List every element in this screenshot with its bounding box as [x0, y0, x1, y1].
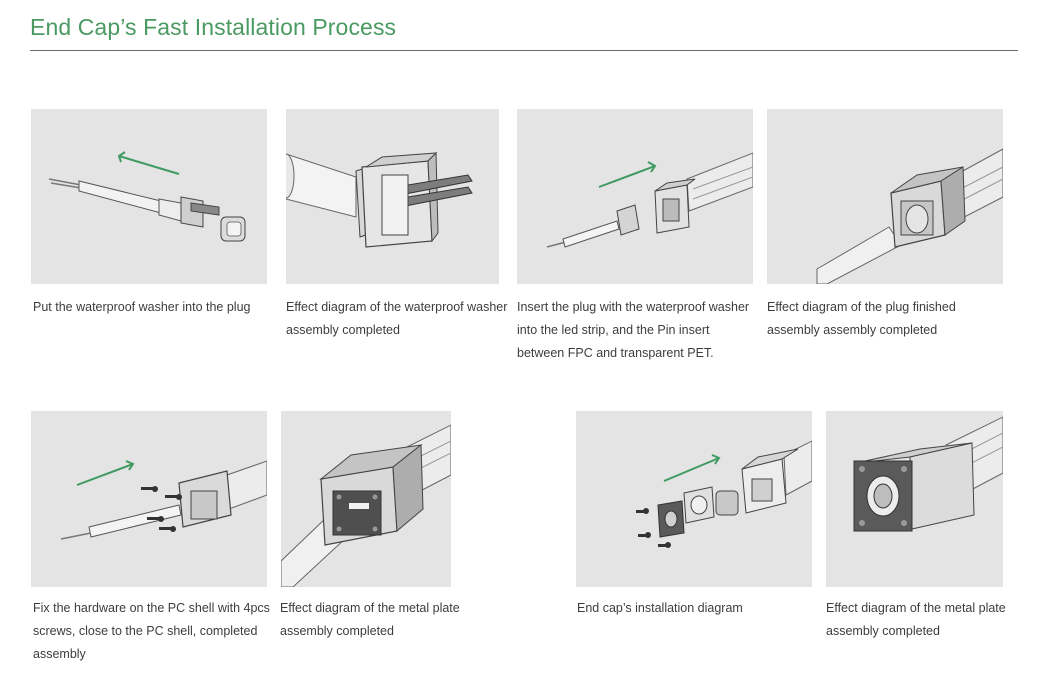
caption-line: between FPC and transparent PET. — [517, 346, 714, 360]
step-3-caption: Insert the plug with the waterproof wash… — [517, 296, 757, 365]
step-6-caption: Effect diagram of the metal plate assemb… — [280, 597, 510, 643]
caption-line: Effect diagram of the metal plate — [280, 601, 460, 615]
washer-completed-drawing — [286, 151, 473, 248]
caption-line: Insert the plug with the waterproof wash… — [517, 300, 750, 314]
screw-fixing-drawing — [60, 460, 267, 540]
caption-line: into the led strip, and the Pin insert — [517, 323, 710, 337]
caption-line: assembly completed — [280, 624, 394, 638]
caption-line: Fix the hardware on the PC shell with 4p… — [33, 601, 270, 615]
step-5-caption: Fix the hardware on the PC shell with 4p… — [33, 597, 273, 666]
step-7-illustration — [576, 411, 812, 587]
step-3-illustration — [517, 109, 753, 284]
caption-line: screws, close to the PC shell, completed — [33, 624, 258, 638]
direction-arrow-icon — [598, 161, 657, 188]
step-8-illustration — [826, 411, 1003, 587]
metal-plate-front-drawing — [853, 416, 1003, 532]
caption-line: Effect diagram of the metal plate — [826, 601, 1006, 615]
caption-line: assembly completed — [286, 323, 400, 337]
step-2-illustration — [286, 109, 499, 284]
step-7-caption: End cap’s installation diagram — [577, 597, 817, 620]
step-5-illustration — [31, 411, 267, 587]
plug-insert-drawing — [546, 152, 753, 248]
caption-line: Effect diagram of the plug finished — [767, 300, 956, 314]
washer-plug-drawing — [48, 151, 246, 242]
step-2-caption: Effect diagram of the waterproof washer … — [286, 296, 516, 342]
exploded-installation-drawing — [636, 440, 812, 548]
step-8-caption: Effect diagram of the metal plate assemb… — [826, 597, 1026, 643]
caption-line: End cap’s installation diagram — [577, 601, 743, 615]
page-title: End Cap’s Fast Installation Process — [30, 14, 397, 40]
caption-line: assembly — [33, 647, 86, 661]
caption-line: assembly completed — [826, 624, 940, 638]
title-divider — [30, 50, 1018, 51]
caption-line: Effect diagram of the waterproof washer — [286, 300, 508, 314]
metal-plate-completed-drawing — [281, 424, 451, 587]
direction-arrow-icon — [663, 454, 721, 482]
direction-arrow-icon — [76, 460, 135, 486]
step-6-illustration — [281, 411, 451, 587]
step-1-illustration — [31, 109, 267, 284]
caption-line: Put the waterproof washer into the plug — [33, 300, 251, 314]
caption-line: assembly assembly completed — [767, 323, 938, 337]
step-4-illustration — [767, 109, 1003, 284]
step-1-caption: Put the waterproof washer into the plug — [33, 296, 273, 319]
plug-finished-drawing — [816, 148, 1003, 284]
direction-arrow-icon — [117, 151, 180, 175]
step-4-caption: Effect diagram of the plug finished asse… — [767, 296, 1007, 342]
